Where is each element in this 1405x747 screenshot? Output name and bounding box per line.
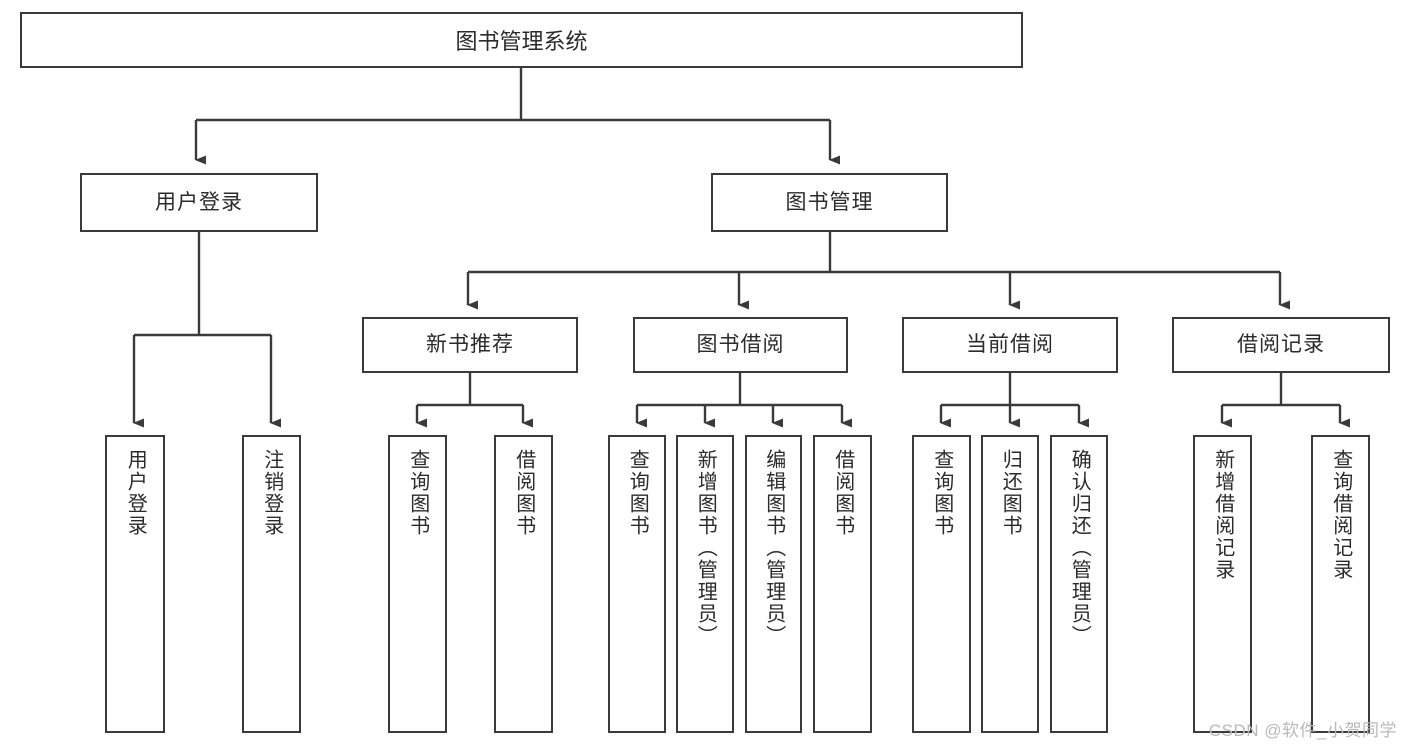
- node-label: 借阅图书: [831, 449, 854, 537]
- node-label: 查询图书: [626, 449, 649, 537]
- leaf-book-borrow-query[interactable]: 查询图书: [608, 435, 666, 733]
- node-label: 新增借阅记录: [1211, 449, 1234, 581]
- leaf-book-borrow-add[interactable]: 新增图书（管理员）: [676, 435, 734, 733]
- node-label: 借阅记录: [1237, 333, 1325, 357]
- node-label: 查询图书: [406, 449, 429, 537]
- leaf-user-login-login[interactable]: 用户登录: [105, 435, 165, 733]
- node-label: 图书管理: [785, 190, 874, 214]
- node-label: 借阅图书: [512, 449, 535, 537]
- node-label: 图书借阅: [696, 333, 785, 357]
- node-label: 归还图书: [999, 449, 1022, 537]
- leaf-current-borrow-return[interactable]: 归还图书: [981, 435, 1039, 733]
- node-borrow-record[interactable]: 借阅记录: [1172, 317, 1390, 373]
- node-user-login[interactable]: 用户登录: [80, 173, 318, 232]
- leaf-user-login-logout[interactable]: 注销登录: [242, 435, 301, 733]
- node-label: 用户登录: [155, 190, 243, 214]
- node-label: 图书管理系统: [455, 29, 588, 54]
- node-label: 用户登录: [124, 449, 147, 537]
- leaf-new-book-borrow[interactable]: 借阅图书: [494, 435, 553, 733]
- leaf-book-borrow-edit[interactable]: 编辑图书（管理员）: [745, 435, 802, 733]
- leaf-borrow-record-query[interactable]: 查询借阅记录: [1311, 435, 1370, 733]
- node-current-borrow[interactable]: 当前借阅: [902, 317, 1118, 373]
- node-label: 当前借阅: [966, 333, 1054, 357]
- node-label: 确认归还（管理员）: [1068, 449, 1091, 647]
- leaf-book-borrow-borrow[interactable]: 借阅图书: [813, 435, 872, 733]
- node-label: 编辑图书（管理员）: [762, 449, 785, 647]
- leaf-new-book-query[interactable]: 查询图书: [388, 435, 447, 733]
- node-label: 查询图书: [930, 449, 953, 537]
- watermark: CSDN @软件_小贺同学: [1208, 721, 1397, 740]
- leaf-current-borrow-confirm-return[interactable]: 确认归还（管理员）: [1050, 435, 1108, 733]
- leaf-borrow-record-add[interactable]: 新增借阅记录: [1193, 435, 1252, 733]
- node-book-borrow[interactable]: 图书借阅: [633, 317, 848, 373]
- node-label: 注销登录: [260, 449, 283, 537]
- node-label: 查询借阅记录: [1329, 449, 1352, 581]
- node-root-system[interactable]: 图书管理系统: [20, 12, 1023, 68]
- node-new-book-recommend[interactable]: 新书推荐: [362, 317, 578, 373]
- node-label: 新增图书（管理员）: [694, 449, 717, 647]
- leaf-current-borrow-query[interactable]: 查询图书: [912, 435, 971, 733]
- node-book-management[interactable]: 图书管理: [711, 173, 948, 232]
- node-label: 新书推荐: [426, 333, 514, 357]
